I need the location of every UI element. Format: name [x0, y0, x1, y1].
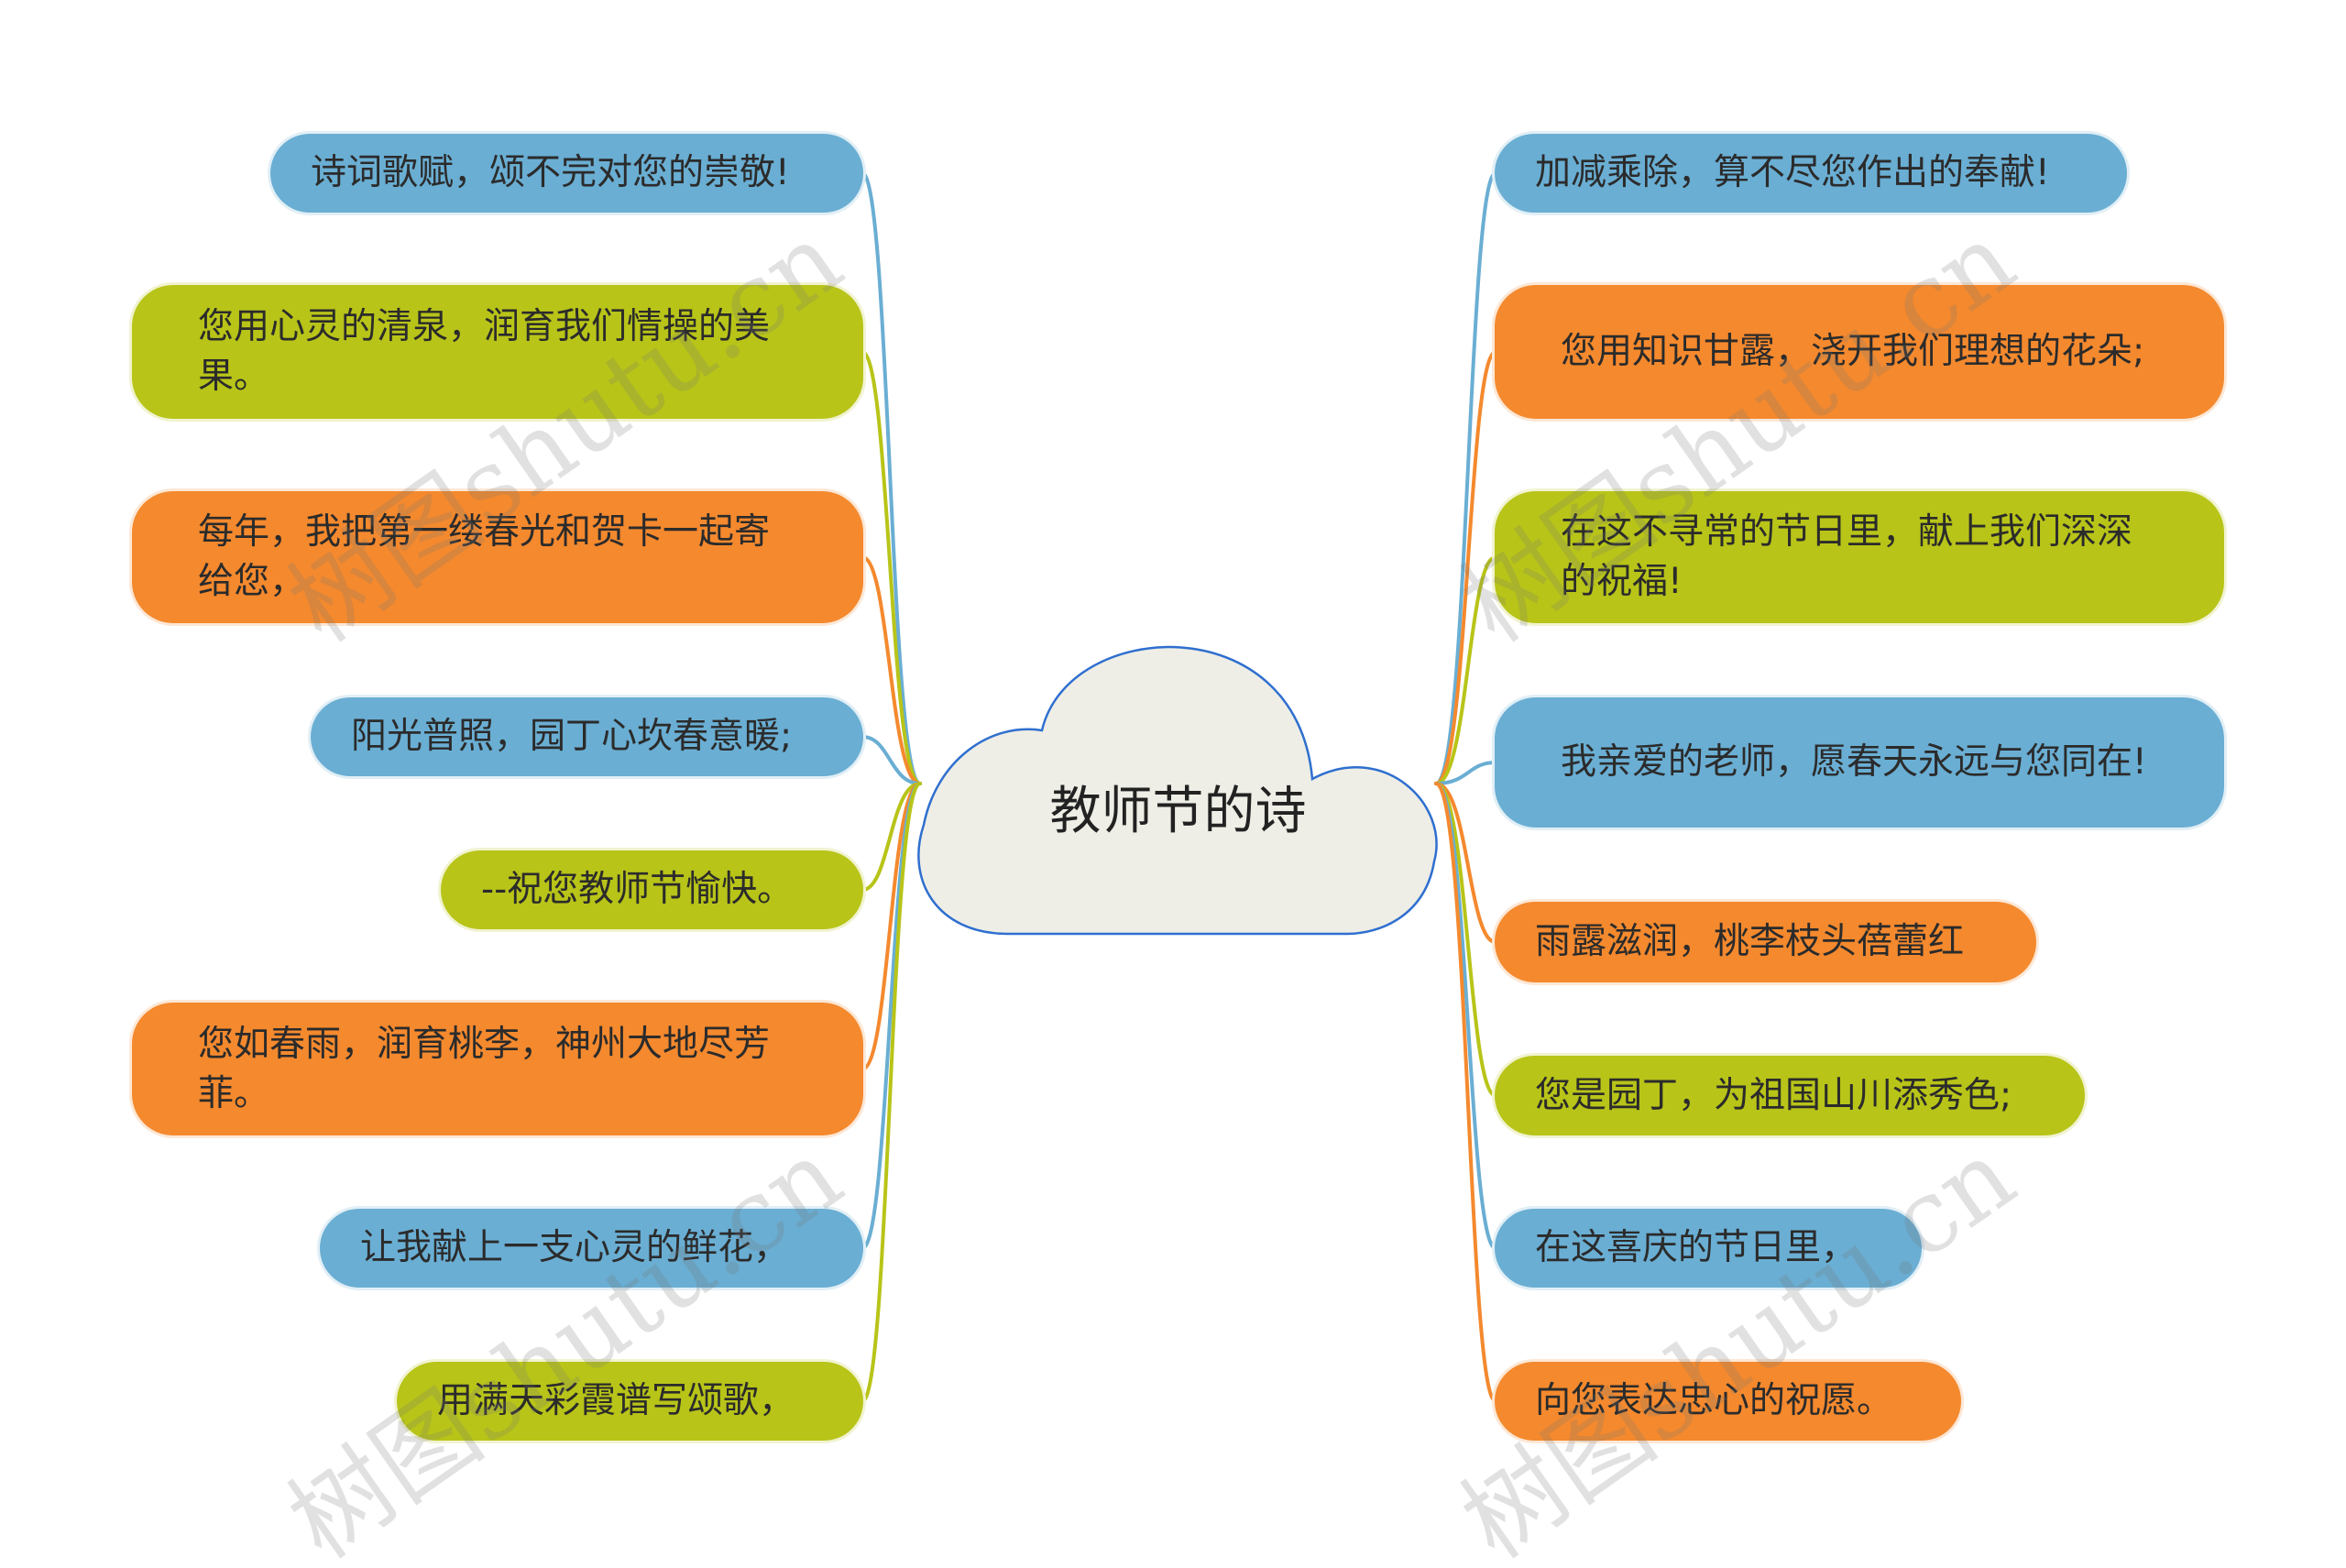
left-topic-node[interactable]: 让我献上一支心灵的鲜花， — [317, 1206, 866, 1290]
topic-text: 在这喜庆的节日里， — [1535, 1227, 1858, 1268]
topic-text: 我亲爱的老师，愿春天永远与您同在! — [1561, 741, 2147, 783]
left-topic-node[interactable]: 诗词歌赋，颂不完对您的崇敬! — [268, 131, 866, 215]
right-topic-node[interactable]: 我亲爱的老师，愿春天永远与您同在! — [1492, 695, 2227, 830]
right-topic-node[interactable]: 在这喜庆的节日里， — [1492, 1206, 1924, 1290]
topic-text: 诗词歌赋，颂不完对您的崇敬! — [311, 152, 790, 193]
topic-text: 雨露滋润，桃李枝头蓓蕾红 — [1535, 921, 1965, 962]
connector-line — [1434, 350, 1497, 785]
left-topic-node[interactable]: 您如春雨，润育桃李，神州大地尽芳菲。 — [129, 1000, 866, 1138]
topic-text: 每年，我把第一缕春光和贺卡一起寄给您， — [198, 511, 771, 602]
right-topic-node[interactable]: 您用知识甘露，浇开我们理想的花朵; — [1492, 282, 2227, 422]
connector-line — [861, 171, 922, 785]
connector-line — [861, 782, 922, 1250]
topic-text: 在这不寻常的节日里，献上我们深深的祝福! — [1561, 511, 2133, 602]
left-topic-node[interactable]: 每年，我把第一缕春光和贺卡一起寄给您， — [129, 488, 866, 626]
topic-text: --祝您教师节愉快。 — [481, 869, 794, 910]
topic-text: 您是园丁，为祖国山川添秀色; — [1535, 1074, 2012, 1116]
right-topic-node[interactable]: 雨露滋润，桃李枝头蓓蕾红 — [1492, 899, 2039, 985]
topic-text: 阳光普照，园丁心坎春意暖; — [351, 716, 793, 757]
connector-line — [1434, 782, 1497, 944]
left-topic-node[interactable]: 用满天彩霞谱写颂歌， — [394, 1359, 866, 1443]
right-topic-node[interactable]: 在这不寻常的节日里，献上我们深深的祝福! — [1492, 488, 2227, 626]
connector-line — [1434, 761, 1497, 785]
left-topic-node[interactable]: 您用心灵的清泉，润育我们情操的美果。 — [129, 282, 866, 422]
connector-line — [861, 350, 922, 785]
connector-line — [861, 782, 922, 1071]
connector-line — [861, 782, 922, 1403]
connector-line — [861, 735, 922, 785]
right-topic-node[interactable]: 向您表达忠心的祝愿。 — [1492, 1359, 1964, 1443]
topic-text: 用满天彩霞谱写颂歌， — [437, 1380, 795, 1421]
left-topic-node[interactable]: 阳光普照，园丁心坎春意暖; — [308, 695, 866, 779]
right-topic-node[interactable]: 加减乘除，算不尽您作出的奉献! — [1492, 131, 2130, 215]
connector-line — [861, 555, 922, 785]
topic-text: 您如春雨，润育桃李，神州大地尽芳菲。 — [198, 1023, 771, 1114]
connector-line — [1434, 782, 1497, 1403]
topic-text: 加减乘除，算不尽您作出的奉献! — [1535, 152, 2050, 193]
connector-line — [1434, 555, 1497, 785]
cloud-shape — [917, 645, 1438, 936]
topic-text: 您用心灵的清泉，润育我们情操的美果。 — [198, 306, 771, 397]
central-topic[interactable]: 教师节的诗 — [1049, 782, 1307, 841]
topic-text: 让我献上一支心灵的鲜花， — [360, 1227, 790, 1268]
topic-text: 向您表达忠心的祝愿。 — [1535, 1380, 1893, 1421]
topic-text: 您用知识甘露，浇开我们理想的花朵; — [1561, 331, 2145, 372]
connector-line — [1434, 171, 1497, 785]
connector-line — [861, 782, 922, 892]
left-topic-node[interactable]: --祝您教师节愉快。 — [438, 848, 866, 932]
right-topic-node[interactable]: 您是园丁，为祖国山川添秀色; — [1492, 1053, 2088, 1138]
